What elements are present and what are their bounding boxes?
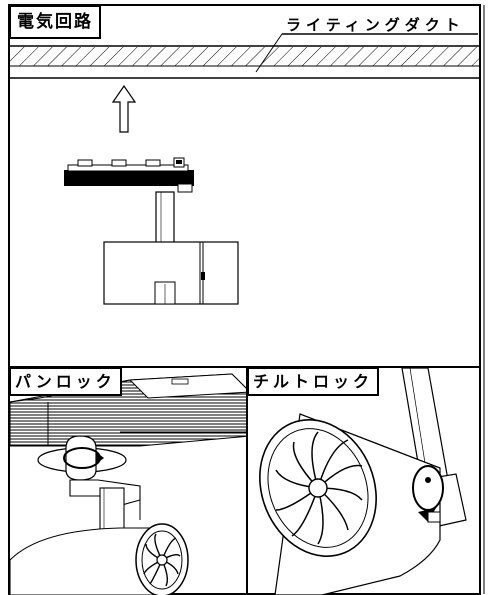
- outer-frame: [8, 4, 481, 595]
- duct-label: ライティングダクト: [286, 16, 465, 34]
- tilt-lock-label: チルトロック: [247, 367, 380, 396]
- light-fixture: [64, 157, 239, 305]
- tilt-lock-illustration: [259, 368, 467, 595]
- duct-leader-line: [255, 33, 283, 73]
- pan-lock-label: パンロック: [9, 367, 122, 396]
- pan-lock-illustration: [10, 373, 246, 595]
- up-arrow-icon: [111, 84, 137, 133]
- section-label-electric-circuit: 電気回路: [9, 5, 101, 39]
- ceiling-band: [9, 45, 480, 79]
